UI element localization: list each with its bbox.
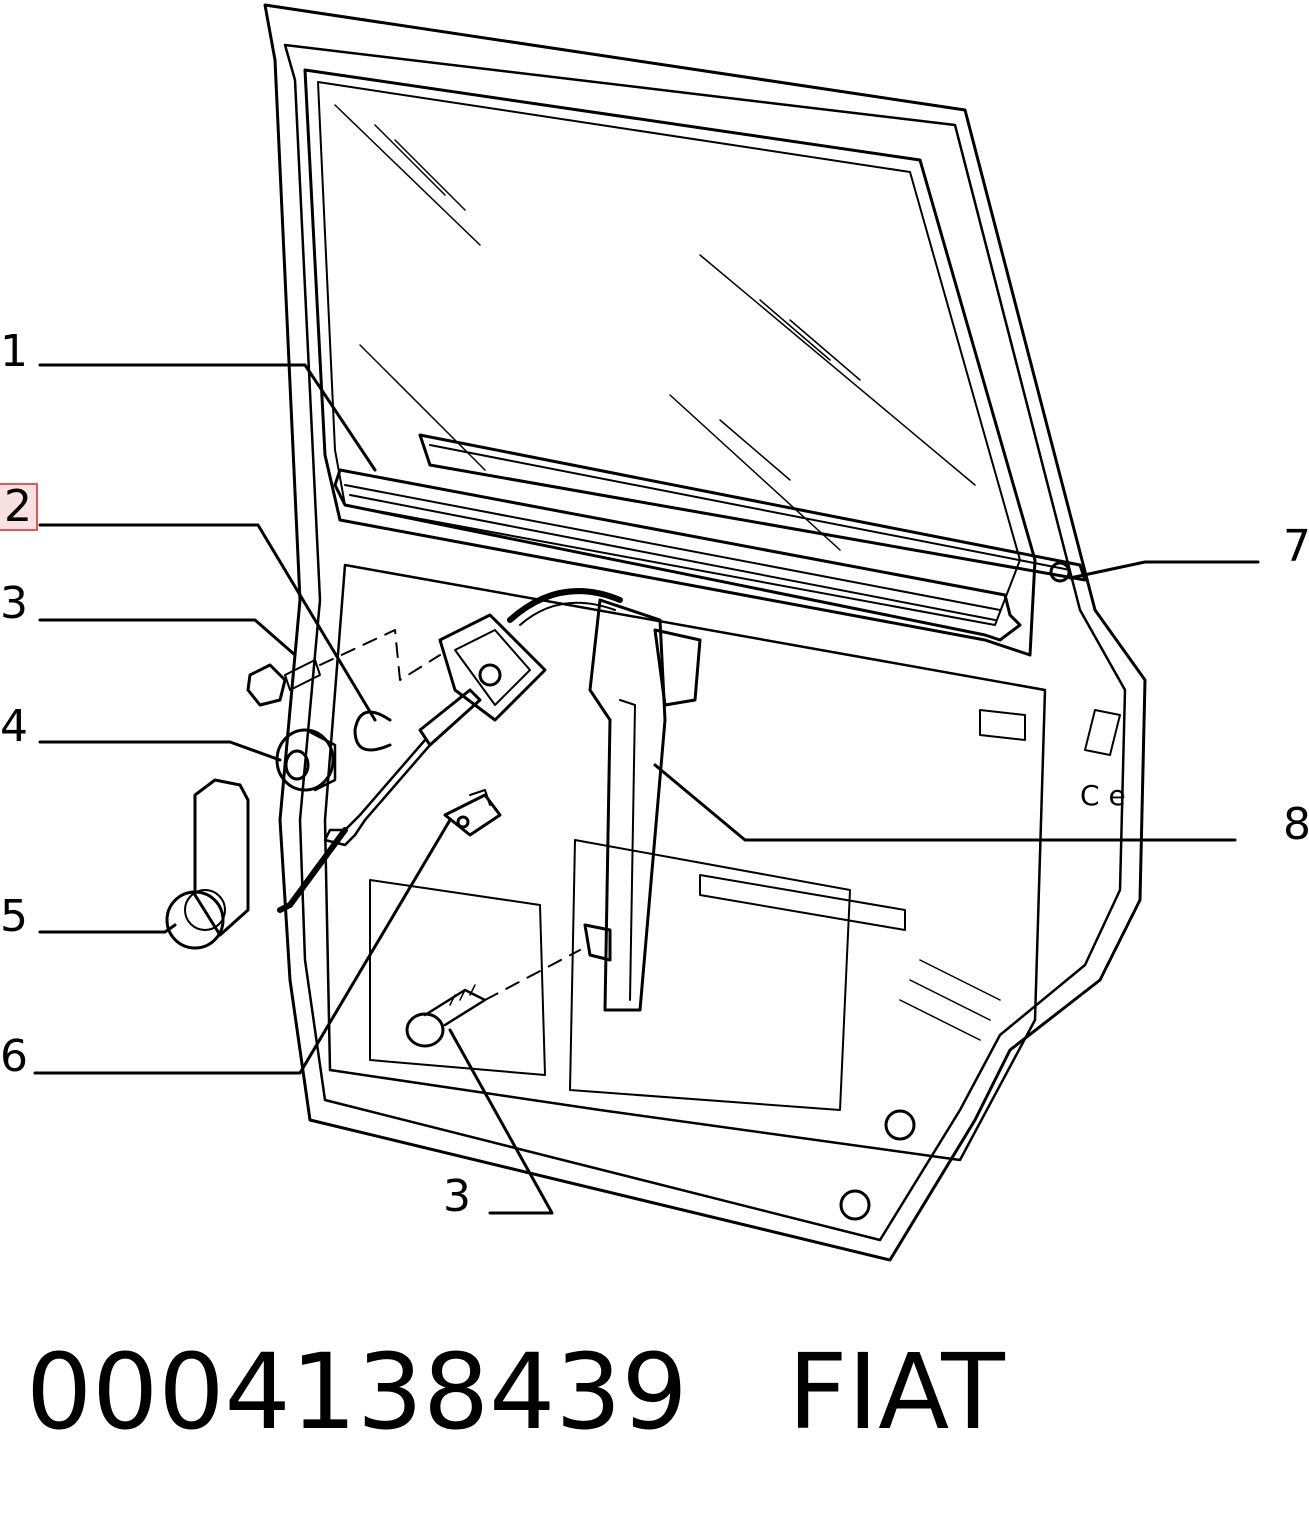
callout-4: 4 <box>0 701 28 752</box>
callout-3-bottom: 3 <box>443 1171 471 1222</box>
brand-name: FIAT <box>787 1331 1005 1453</box>
crank-handle <box>165 778 250 950</box>
window-seal-strips <box>333 433 1087 642</box>
callout-7: 7 <box>1283 521 1309 572</box>
leader-lines <box>33 363 1260 1215</box>
clip-six <box>443 789 502 837</box>
callout-6: 6 <box>0 1031 28 1082</box>
part-number: 0004138439 <box>26 1331 688 1453</box>
inner-door-panel: C e <box>323 563 1126 1221</box>
bolt-bottom <box>405 984 487 1048</box>
screw-top <box>246 659 321 707</box>
callout-2: 2 <box>0 483 38 531</box>
crank-mechanism <box>277 613 547 913</box>
spacer-washer <box>275 728 337 792</box>
window-glass <box>303 68 1037 657</box>
callout-8: 8 <box>1283 799 1309 850</box>
svg-text:C e: C e <box>1080 779 1126 812</box>
window-regulator <box>507 588 702 1012</box>
callout-3-top: 3 <box>0 578 28 629</box>
callout-5: 5 <box>0 891 28 942</box>
door-frame <box>263 3 1147 1262</box>
assembly-dashes <box>319 629 581 1001</box>
callout-1: 1 <box>0 326 28 377</box>
clip-c <box>353 710 392 752</box>
